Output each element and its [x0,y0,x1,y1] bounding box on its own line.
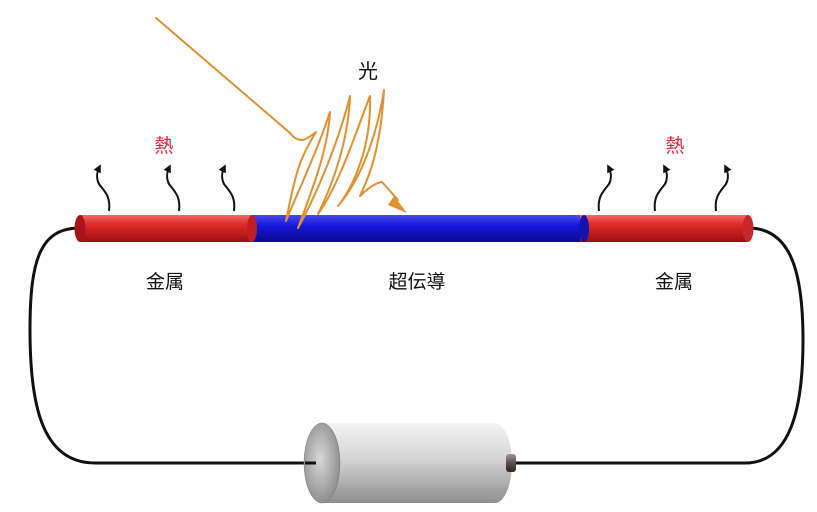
battery [303,422,516,504]
heat-arrow-icon [93,164,111,212]
superconductor-label: 超伝導 [388,271,445,293]
heat-arrows-left [93,164,236,212]
light-label: 光 [358,59,378,83]
light-wave-arrowhead [388,196,407,213]
light-wave [155,17,407,229]
heat-arrow-icon [653,164,671,212]
heat-arrow-icon [218,164,236,212]
rod-end-cap-right [742,215,754,242]
rod-end-cap-left [74,215,86,242]
heat-arrow-icon [597,164,615,212]
metal-label-right: 金属 [655,271,693,293]
heat-label-left: 熱 [154,135,173,157]
metal-segment-right [580,215,748,242]
metal-segment-left [80,215,256,242]
metal-label-left: 金属 [146,271,184,293]
heat-label-right: 熱 [665,135,684,157]
heat-arrow-icon [163,164,181,212]
heat-arrow-icon [714,164,732,212]
circuit-wire [28,226,305,465]
heat-arrows-right [597,164,732,212]
conductor-rod [74,215,754,242]
circuit-wire-right [512,226,805,465]
battery-terminal [506,454,516,472]
superconductor-segment [252,215,584,242]
